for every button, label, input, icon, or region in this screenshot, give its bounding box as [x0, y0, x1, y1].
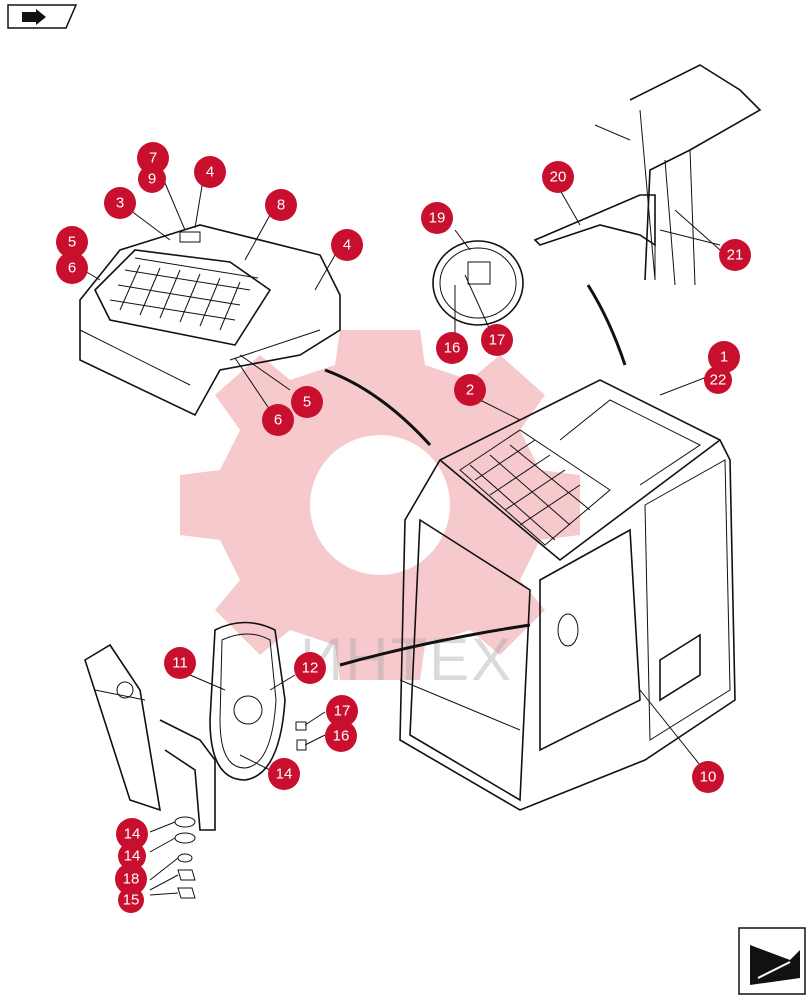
roof-cover-drawing — [79, 224, 341, 417]
callout-item[interactable]: 15 — [118, 887, 144, 913]
svg-text:18: 18 — [123, 871, 140, 888]
cab-corner-drawing — [594, 64, 762, 286]
svg-text:4: 4 — [206, 164, 214, 181]
svg-text:3: 3 — [116, 195, 124, 212]
callout-item[interactable]: 12 — [294, 652, 326, 684]
svg-text:6: 6 — [274, 412, 282, 429]
callout-item[interactable]: 7 — [137, 142, 169, 174]
callout-item[interactable]: 18 — [115, 863, 147, 895]
svg-text:16: 16 — [333, 728, 350, 745]
callout-item[interactable]: 4 — [194, 156, 226, 188]
callout-item[interactable]: 8 — [265, 189, 297, 221]
leader-curve — [339, 623, 531, 667]
callout-item[interactable]: 16 — [436, 332, 468, 364]
svg-text:20: 20 — [550, 169, 567, 186]
svg-text:5: 5 — [68, 234, 76, 251]
callout-item[interactable]: 21 — [719, 239, 751, 271]
callout-item[interactable]: 14 — [268, 758, 300, 790]
svg-text:9: 9 — [148, 171, 156, 188]
svg-text:12: 12 — [302, 660, 319, 677]
leader-curve — [324, 368, 432, 447]
mirror-assembly-drawing — [432, 194, 656, 326]
cab-drawing — [399, 379, 736, 811]
callout-item[interactable]: 14 — [116, 818, 148, 850]
callout-item[interactable]: 2 — [454, 374, 486, 406]
svg-text:17: 17 — [334, 703, 351, 720]
callout-item[interactable]: 19 — [421, 202, 453, 234]
callout-item[interactable]: 5 — [291, 386, 323, 418]
svg-text:8: 8 — [277, 197, 285, 214]
svg-text:11: 11 — [172, 655, 188, 672]
callout-item[interactable]: 11 — [164, 647, 196, 679]
callout-item[interactable]: 10 — [692, 761, 724, 793]
arrow-right-icon[interactable] — [7, 4, 78, 29]
svg-text:15: 15 — [123, 892, 140, 909]
svg-text:21: 21 — [727, 247, 744, 264]
callout-item[interactable]: 9 — [138, 165, 166, 193]
callout-item[interactable]: 4 — [331, 229, 363, 261]
callouts: 7 9 4 3 8 5 6 4 5 6 20 19 21 16 17 1 22 … — [56, 142, 751, 913]
callout-item[interactable]: 1 — [708, 341, 740, 373]
callout-item[interactable]: 6 — [262, 404, 294, 436]
svg-text:14: 14 — [124, 826, 141, 843]
svg-text:7: 7 — [149, 150, 157, 167]
callout-item[interactable]: 5 — [56, 226, 88, 258]
callout-item[interactable]: 22 — [704, 366, 732, 394]
leader-curve — [586, 284, 627, 366]
callout-item[interactable]: 20 — [542, 161, 574, 193]
svg-text:22: 22 — [710, 372, 727, 389]
callout-item[interactable]: 14 — [118, 842, 146, 870]
svg-text:4: 4 — [343, 237, 351, 254]
svg-text:14: 14 — [276, 766, 293, 783]
callout-item[interactable]: 17 — [481, 324, 513, 356]
svg-text:6: 6 — [68, 260, 76, 277]
svg-text:17: 17 — [489, 332, 506, 349]
svg-text:14: 14 — [124, 848, 141, 865]
svg-text:5: 5 — [303, 394, 311, 411]
svg-text:2: 2 — [466, 382, 474, 399]
svg-text:16: 16 — [444, 340, 461, 357]
callout-item[interactable]: 16 — [325, 720, 357, 752]
arrow-left-icon[interactable] — [738, 927, 806, 995]
svg-text:1: 1 — [720, 349, 728, 366]
side-mirror-drawing — [84, 621, 307, 899]
callout-item[interactable]: 6 — [56, 252, 88, 284]
callout-item[interactable]: 3 — [104, 187, 136, 219]
callout-item[interactable]: 17 — [326, 695, 358, 727]
svg-text:10: 10 — [700, 769, 717, 786]
svg-text:19: 19 — [429, 210, 446, 227]
